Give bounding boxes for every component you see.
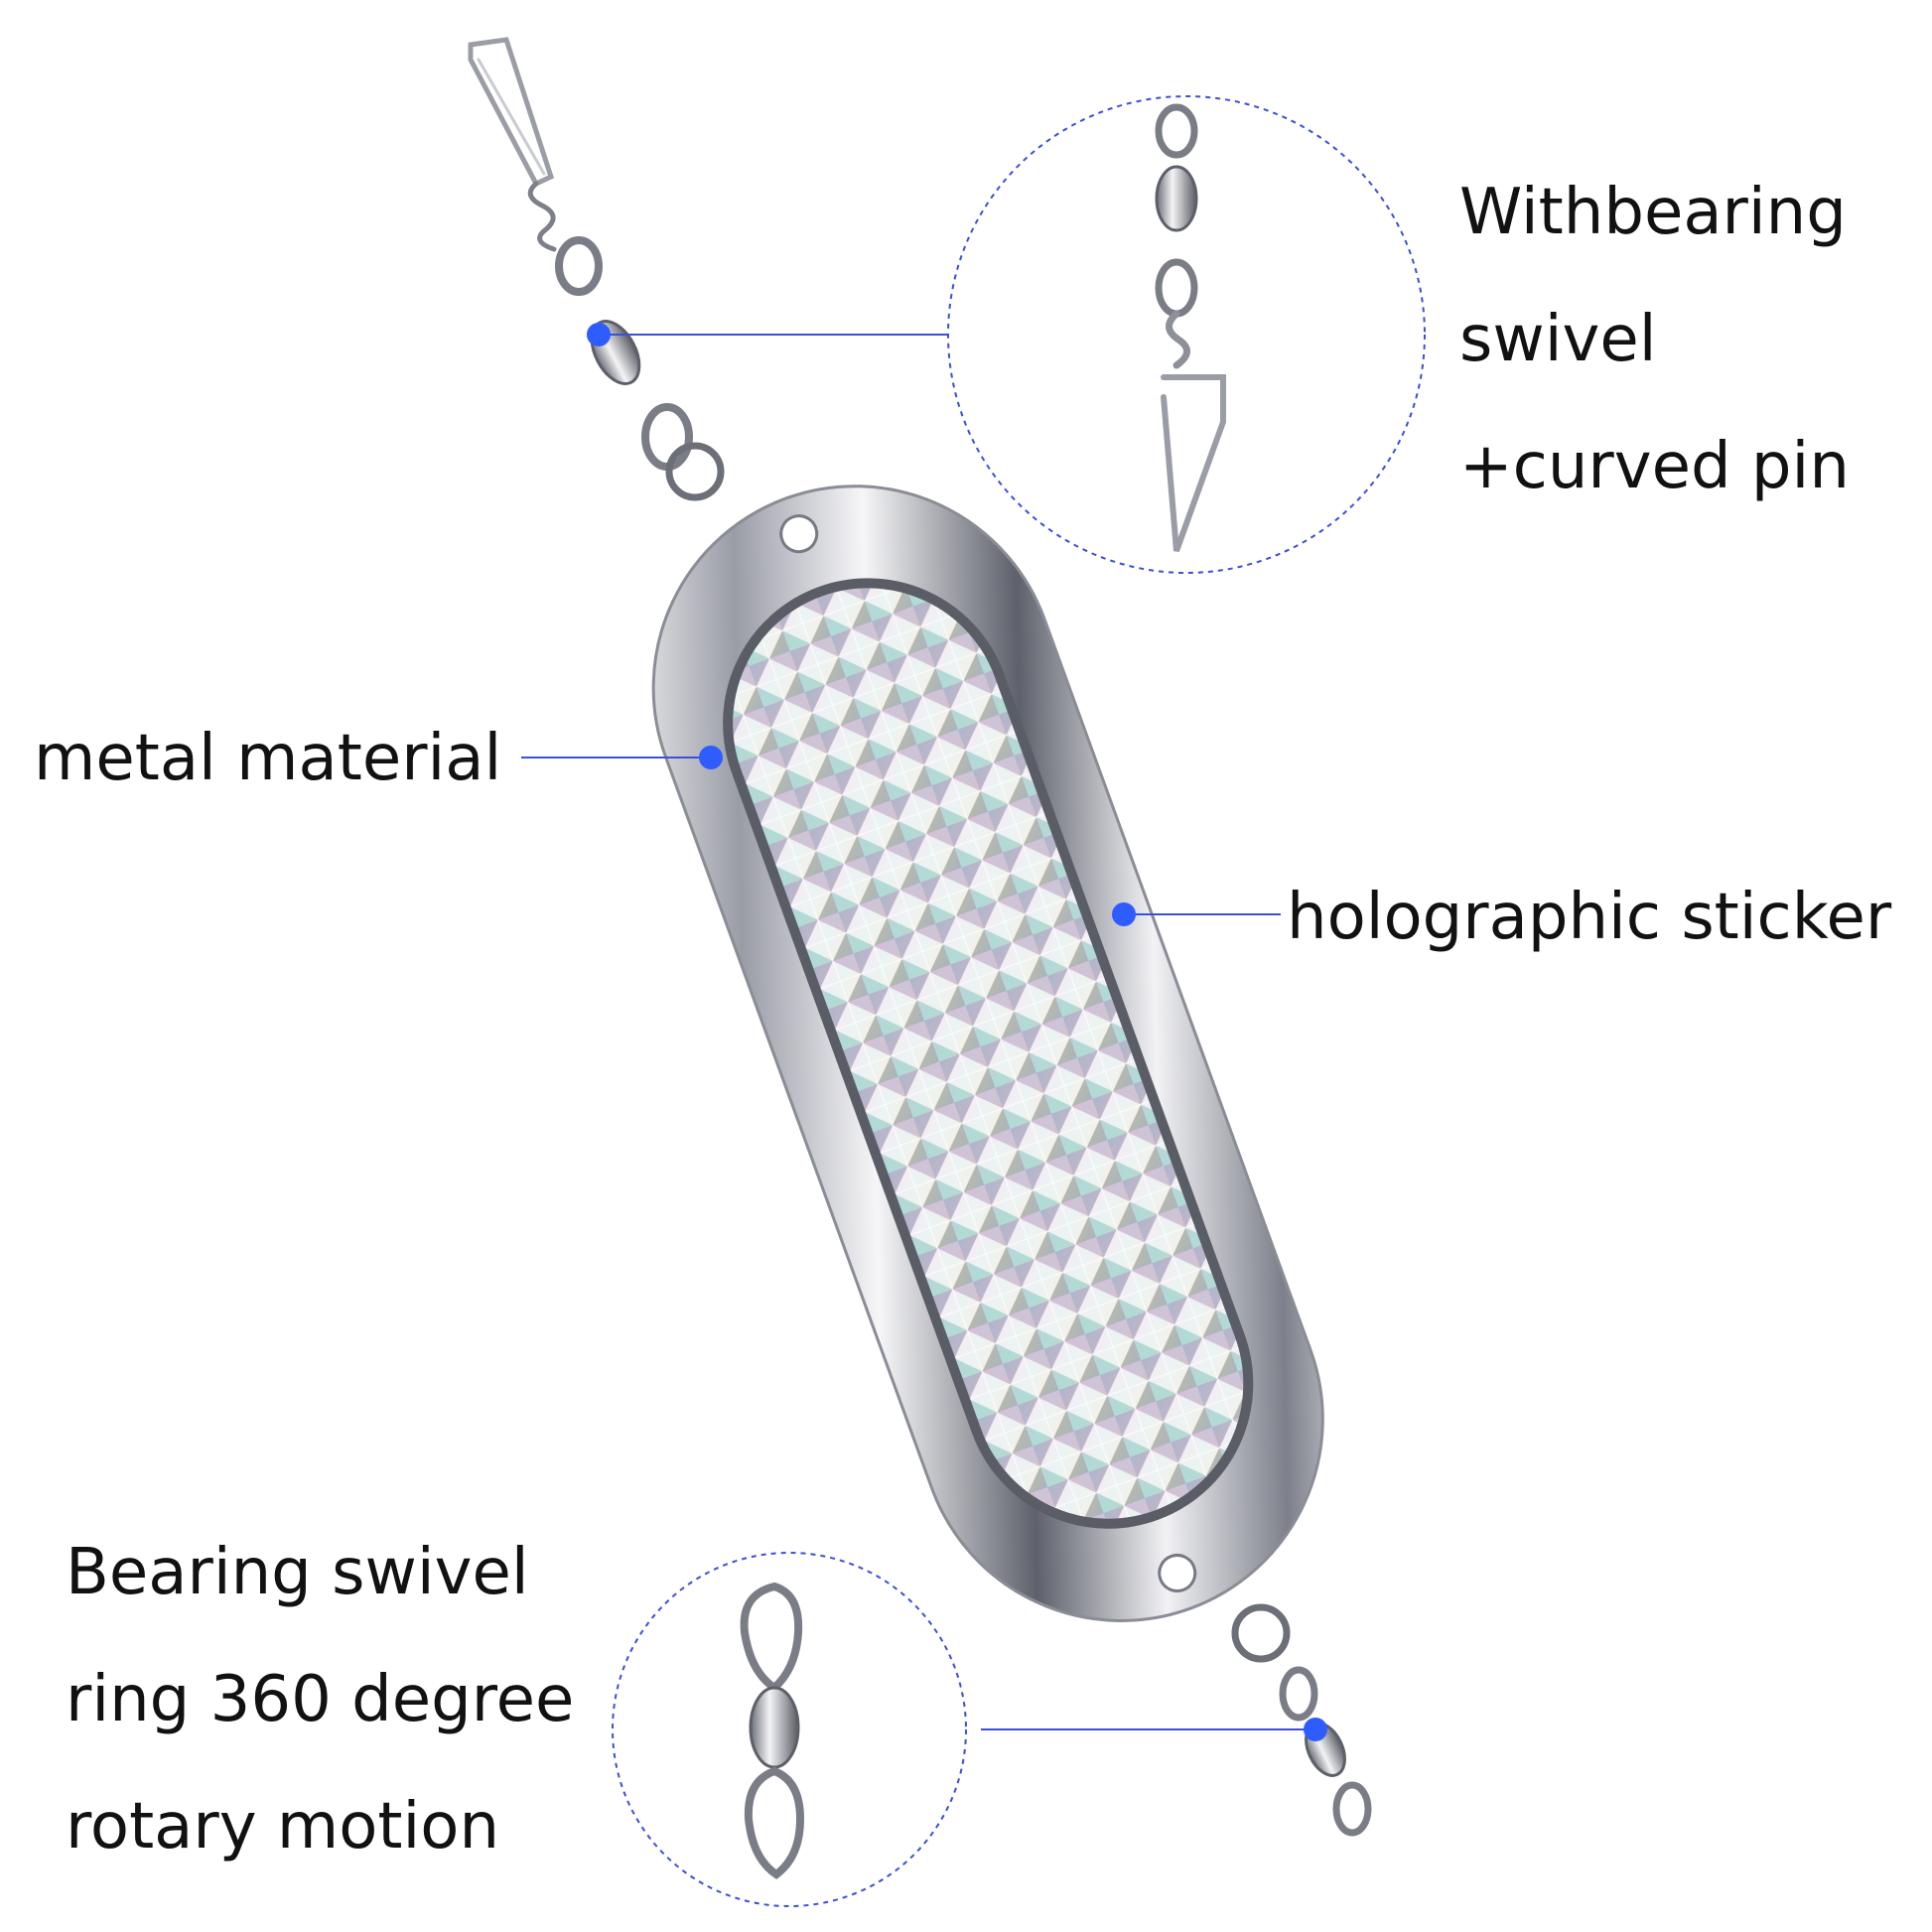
snap-twist — [527, 181, 557, 252]
callout-bearing-swivel — [612, 1552, 1327, 1907]
bearing-line-2: ring 360 degree — [66, 1663, 575, 1736]
callout-dot-holo — [1112, 902, 1136, 926]
split-ring — [665, 442, 725, 501]
swivel-pin-line-3: +curved pin — [1459, 430, 1850, 503]
holo-line-1: holographic sticker — [1287, 881, 1892, 954]
top-hole — [779, 514, 819, 554]
bearing-swivel-label: Bearing swivel ring 360 degree rotary mo… — [66, 1509, 574, 1890]
bearing-swivel-icon — [740, 1582, 805, 1879]
swivel-ring-upper — [555, 236, 603, 296]
holographic-sticker-label: holographic sticker — [1287, 854, 1891, 981]
swivel-pin-line-2: swivel — [1459, 303, 1657, 376]
swivel-pin-label: Withbearing swivel +curved pin — [1459, 149, 1850, 530]
top-swivel-snap — [468, 37, 725, 501]
metal-material-label: metal material — [34, 695, 501, 822]
callout-dot-metal — [699, 746, 723, 769]
bearing-line-3: rotary motion — [66, 1790, 499, 1863]
callout-dot-top — [587, 323, 611, 346]
bottom-hole — [1158, 1553, 1197, 1592]
callout-holographic — [1112, 902, 1281, 926]
bottom-swivel-ring-upper — [1279, 1666, 1318, 1722]
bottom-split-ring — [1231, 1603, 1291, 1663]
holographic-sticker — [723, 578, 1254, 1529]
callout-swivel-pin — [587, 95, 1426, 574]
swivel-with-snap-icon — [1155, 103, 1226, 553]
callout-circle-bottom — [612, 1552, 967, 1907]
callout-metal — [521, 746, 723, 769]
flasher-lure — [651, 484, 1324, 1622]
bearing-line-1: Bearing swivel — [66, 1536, 529, 1609]
swivel-pin-line-1: Withbearing — [1459, 176, 1847, 249]
swivel-ring-lower — [641, 403, 693, 471]
metal-line-1: metal material — [34, 722, 502, 795]
callout-circle-top — [947, 95, 1426, 574]
bottom-swivel-ring-lower — [1332, 1781, 1372, 1837]
callout-dot-bottom — [1304, 1718, 1327, 1741]
bottom-swivel — [1231, 1603, 1372, 1837]
snap-pin — [468, 37, 555, 188]
